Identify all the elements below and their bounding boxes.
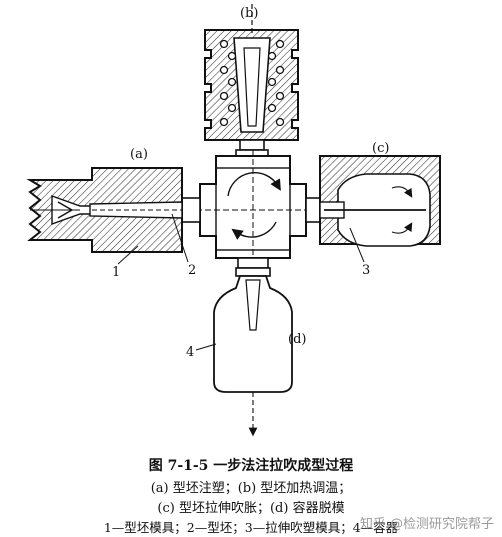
label-4: 4: [186, 345, 194, 360]
station-c-stretch-blow: [319, 155, 441, 247]
leader-lines: [117, 213, 365, 351]
station-b-heating: [204, 4, 299, 157]
label-2: 2: [188, 263, 196, 278]
caption-line-2: (c) 型坯拉伸吹胀；(d) 容器脱模: [157, 501, 345, 516]
caption-line-1: (a) 型坯注塑；(b) 型坯加热调温；: [150, 481, 352, 496]
caption-line-3: 1—型坯模具；2—型坯；3—拉伸吹塑模具；4—容器: [103, 520, 399, 535]
label-d: (d): [288, 332, 306, 347]
label-a: (a): [130, 147, 148, 162]
central-rotary-unit: [181, 150, 321, 262]
label-c: (c): [372, 141, 389, 156]
process-diagram: (b) (a) (c) (d) 1 2 3 4: [26, 4, 441, 437]
figure-title: 图 7-1-5 一步法注拉吹成型过程: [148, 458, 354, 474]
watermark: 知乎 @检测研究院帮子: [359, 517, 494, 532]
label-1: 1: [112, 265, 120, 280]
label-b: (b): [240, 6, 258, 21]
station-a-injection: [26, 167, 183, 253]
label-3: 3: [362, 263, 370, 278]
station-d-release: [213, 257, 293, 437]
